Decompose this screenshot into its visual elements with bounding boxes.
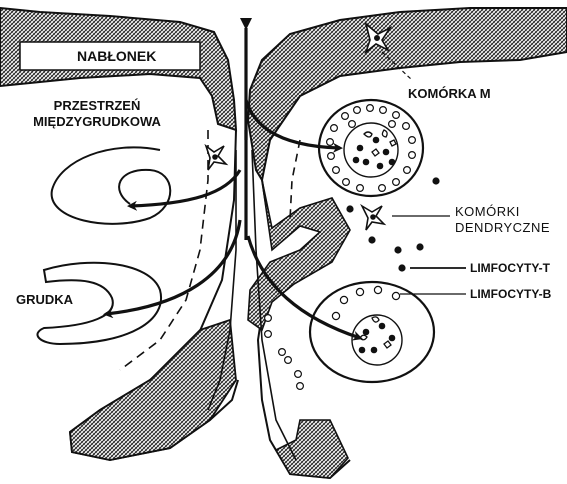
- dome-inner-upper: [344, 123, 398, 177]
- crypt-wall-open-cells: [265, 315, 304, 390]
- dendritic-cells-label: KOMÓRKI DENDRYCZNE: [455, 204, 550, 236]
- crypt-right-dashed: [290, 140, 300, 220]
- dendritic-cell-left: [206, 146, 226, 170]
- dendritic-cells-line2: DENDRYCZNE: [455, 220, 550, 236]
- interfollicular-space-label: PRZESTRZEŃ MIĘDZYGRUDKOWA: [28, 98, 166, 130]
- interfollicular-space-line2: MIĘDZYGRUDKOWA: [28, 114, 166, 130]
- dome-lower-open-cells: [332, 286, 399, 319]
- follicle-upper-left: [52, 147, 171, 223]
- t-lymphocytes-label: LIMFOCYTY-T: [470, 260, 550, 276]
- dendritic-cell-center: [362, 206, 384, 230]
- crypt-right-lower-hatch: [276, 420, 348, 478]
- epithelium-label: NABŁONEK: [77, 48, 156, 64]
- interfollicular-space-line1: PRZESTRZEŃ: [28, 98, 166, 114]
- follicle-label: GRUDKA: [16, 292, 73, 308]
- dendritic-cells-line1: KOMÓRKI: [455, 204, 550, 220]
- m-cell-label: KOMÓRKA M: [408, 86, 491, 102]
- b-lymphocytes-label: LIMFOCYTY-B: [470, 286, 551, 302]
- arrow-to-follicle-upper: [130, 170, 240, 206]
